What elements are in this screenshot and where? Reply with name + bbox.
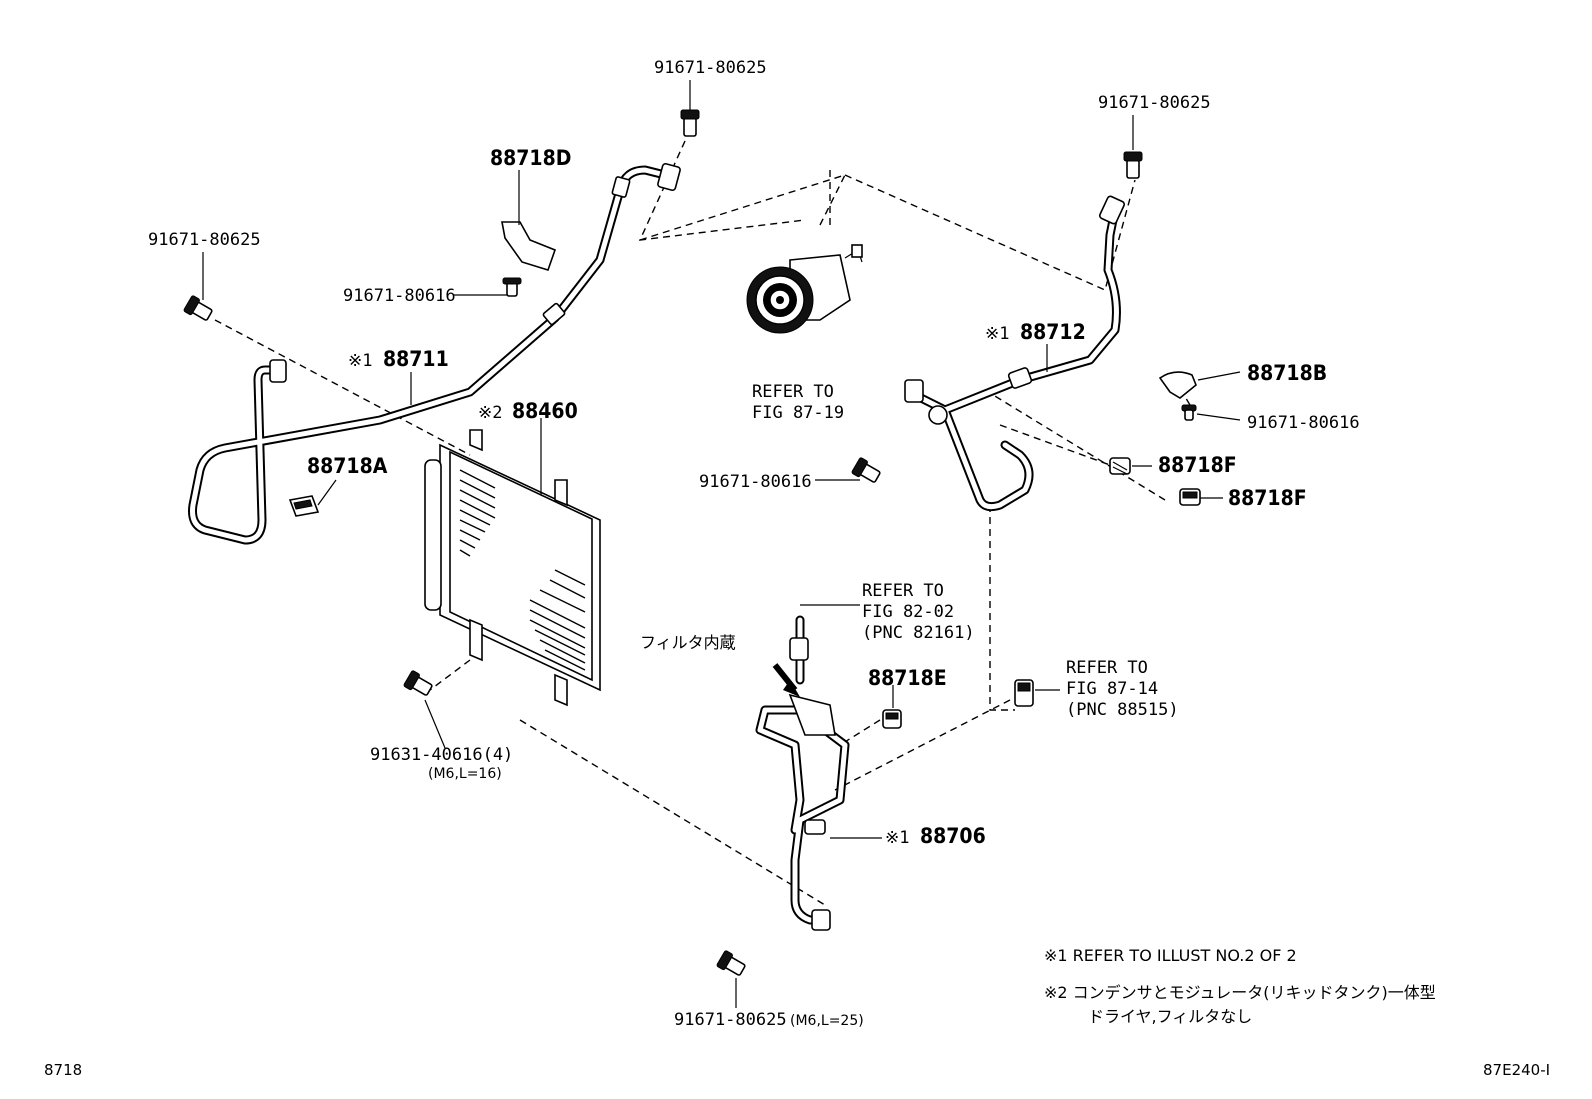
ref-compressor-line2: FIG 87-19: [752, 403, 844, 423]
label-clip-f2: 88718F: [1228, 486, 1307, 510]
label-hose-88711-mark: ※1: [348, 351, 372, 371]
label-hose-88711: 88711: [383, 347, 449, 371]
sensor-connector-icon: [1014, 679, 1034, 707]
hose-88712: [904, 195, 1126, 512]
modulator-tank-icon: [424, 459, 442, 611]
hose-joint-icon: [1007, 367, 1033, 389]
note-1: ※1 REFER TO ILLUST NO.2 OF 2: [1044, 946, 1297, 965]
label-bracket-b: 88718B: [1247, 361, 1327, 385]
label-bracket-d: 88718D: [490, 146, 571, 170]
condenser-88460: [424, 429, 601, 707]
label-bolt-bottom: 91671-80625: [674, 1010, 787, 1030]
hose-joint-icon: [542, 302, 566, 326]
note-2-line2: ドライヤ,フィルタなし: [1088, 1007, 1252, 1026]
solid-leader-lines: [202, 80, 1241, 1008]
ref-compressor-line1: REFER TO: [752, 382, 834, 402]
footer-right-code: 87E240-I: [1483, 1061, 1550, 1079]
condenser-fins: [459, 469, 586, 671]
label-bolt-d: 91671-80616: [343, 286, 456, 306]
label-bolt-condenser: 91631-40616(4): [370, 745, 513, 765]
label-condenser-mark: ※2: [478, 403, 502, 423]
ref-liquid-line2: FIG 82-02: [862, 602, 954, 622]
ref-sensor-line2: FIG 87-14: [1066, 679, 1158, 699]
label-bolt-top-right: 91671-80625: [1098, 93, 1211, 113]
hose-fitting-top-icon: [657, 162, 681, 192]
bolt-top-right-icon: [1123, 151, 1143, 179]
label-bolt-b: 91671-80616: [1247, 413, 1360, 433]
label-clip-a: 88718A: [307, 454, 388, 478]
label-pipe-88706: 88706: [920, 824, 986, 848]
ref-liquid-line1: REFER TO: [862, 581, 944, 601]
label-bolt-left: 91671-80625: [148, 230, 261, 250]
bracket-88718b-icon: [1158, 371, 1197, 421]
label-hose-88712: 88712: [1020, 320, 1086, 344]
label-clip-e: 88718E: [868, 666, 947, 690]
label-bolt-top-center: 91671-80625: [654, 58, 767, 78]
dashed-leader-lines: [214, 129, 1191, 906]
clip-88718f-2-icon: [1179, 488, 1201, 506]
filter-block-icon: [788, 693, 836, 736]
bolt-bottom-icon: [716, 950, 746, 976]
hose-fitting-icon: [904, 379, 924, 403]
hose-88711: [188, 162, 681, 545]
bolt-mid-icon: [851, 457, 881, 483]
hose-fitting-icon: [1098, 195, 1126, 225]
bolt-condenser-icon: [403, 670, 433, 696]
label-pipe-88706-mark: ※1: [885, 828, 909, 848]
liquid-joint-icon: [789, 637, 809, 661]
ref-sensor-line3: (PNC 88515): [1066, 700, 1179, 720]
footer-left-code: 8718: [44, 1061, 82, 1079]
label-condenser: 88460: [512, 399, 578, 423]
hose-fitting-left-icon: [269, 359, 287, 383]
label-bolt-mid: 91671-80616: [699, 472, 812, 492]
label-filter-builtin: フィルタ内蔵: [640, 633, 736, 652]
bracket-88718d-icon: [501, 221, 557, 297]
ref-liquid-line3: (PNC 82161): [862, 623, 975, 643]
clip-88718e-icon: [882, 709, 902, 729]
clip-88718a-icon: [288, 495, 320, 517]
label-clip-f1: 88718F: [1158, 453, 1237, 477]
hose-joint-icon: [611, 176, 631, 198]
bolt-left-icon: [183, 295, 213, 321]
note-2-line1: ※2 コンデンサとモジュレータ(リキッドタンク)一体型: [1044, 983, 1436, 1002]
compressor-icon: [746, 244, 863, 334]
pipe-88706: [755, 615, 850, 931]
label-bolt-condenser-spec: (M6,L=16): [428, 766, 502, 782]
ref-sensor-line1: REFER TO: [1066, 658, 1148, 678]
label-bolt-bottom-spec: (M6,L=25): [790, 1013, 864, 1029]
label-hose-88712-mark: ※1: [985, 324, 1009, 344]
bolt-top-center-icon: [680, 109, 700, 137]
clip-88718f-1-icon: [1109, 457, 1131, 475]
